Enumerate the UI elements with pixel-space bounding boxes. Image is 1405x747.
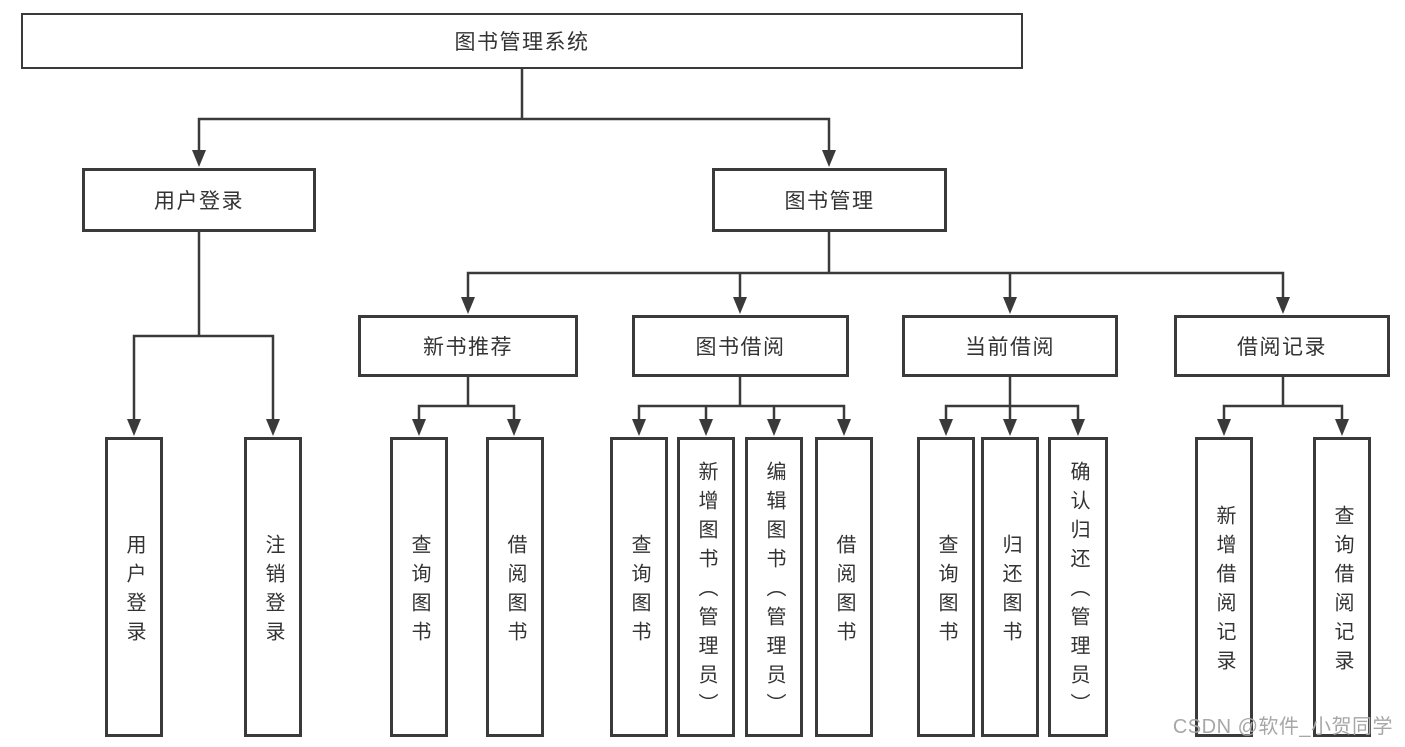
leaf-label: 新增图书（管理员） (695, 461, 717, 722)
arrow-down-icon (192, 150, 206, 167)
arrow-down-icon (632, 419, 646, 436)
leaf-add-borrow-record: 新增借阅记录 (1195, 437, 1253, 737)
arrow-down-icon (1003, 297, 1017, 314)
leaf-label: 新增借阅记录 (1213, 504, 1235, 679)
leaf-query-books: 查询图书 (917, 437, 975, 737)
node-label: 新书推荐 (423, 336, 513, 359)
node-label: 图书借阅 (695, 336, 786, 359)
leaf-query-books: 查询图书 (610, 437, 668, 737)
leaf-label: 确认归还（管理员） (1067, 461, 1089, 722)
leaf-user-login: 用户登录 (105, 437, 163, 737)
leaf-return-books: 归还图书 (981, 437, 1039, 737)
arrow-down-icon (412, 419, 426, 436)
arrow-down-icon (1003, 419, 1017, 436)
node-book-borrowing: 图书借阅 (632, 315, 849, 377)
leaf-logout: 注销登录 (244, 437, 302, 737)
leaf-label: 查询图书 (935, 533, 957, 650)
leaf-label: 注销登录 (262, 533, 284, 650)
node-label: 当前借阅 (965, 336, 1055, 359)
node-new-book-recommend: 新书推荐 (358, 315, 578, 377)
leaf-add-book-admin: 新增图书（管理员） (677, 437, 735, 737)
leaf-label: 查询图书 (628, 533, 650, 650)
arrow-down-icon (266, 419, 280, 436)
node-label: 图书管理系统 (454, 31, 590, 54)
node-user-login: 用户登录 (82, 168, 316, 232)
node-borrowing-records: 借阅记录 (1174, 315, 1390, 377)
node-label: 图书管理 (784, 190, 875, 213)
leaf-query-borrow-record: 查询借阅记录 (1313, 437, 1371, 737)
leaf-label: 借阅图书 (833, 533, 855, 650)
node-library-system: 图书管理系统 (21, 13, 1023, 69)
arrow-down-icon (939, 419, 953, 436)
arrow-down-icon (733, 297, 747, 314)
leaf-label: 归还图书 (999, 533, 1021, 650)
leaf-borrow-books: 借阅图书 (815, 437, 873, 737)
arrow-down-icon (1217, 419, 1231, 436)
leaf-label: 用户登录 (123, 533, 145, 650)
node-label: 用户登录 (154, 190, 244, 213)
arrow-down-icon (1071, 419, 1085, 436)
arrow-down-icon (507, 419, 521, 436)
leaf-label: 查询借阅记录 (1331, 504, 1353, 679)
node-book-management: 图书管理 (712, 168, 947, 232)
leaf-query-books: 查询图书 (390, 437, 448, 737)
tree-connector-path (132, 65, 1344, 423)
leaf-label: 借阅图书 (504, 533, 526, 650)
arrow-down-icon (1276, 297, 1290, 314)
leaf-borrow-books: 借阅图书 (486, 437, 544, 737)
arrow-down-icon (461, 297, 475, 314)
arrow-down-icon (822, 150, 836, 167)
leaf-edit-book-admin: 编辑图书（管理员） (745, 437, 803, 737)
csdn-watermark: CSDN @软件_小贺同学 (1172, 716, 1393, 738)
arrow-down-icon (767, 419, 781, 436)
leaf-label: 查询图书 (408, 533, 430, 650)
arrow-down-icon (127, 419, 141, 436)
arrow-down-icon (837, 419, 851, 436)
leaf-confirm-return-admin: 确认归还（管理员） (1048, 437, 1108, 737)
node-current-borrowing: 当前借阅 (902, 315, 1118, 377)
node-label: 借阅记录 (1237, 336, 1327, 359)
arrow-down-icon (1335, 419, 1349, 436)
arrow-down-icon (699, 419, 713, 436)
leaf-label: 编辑图书（管理员） (763, 461, 785, 722)
